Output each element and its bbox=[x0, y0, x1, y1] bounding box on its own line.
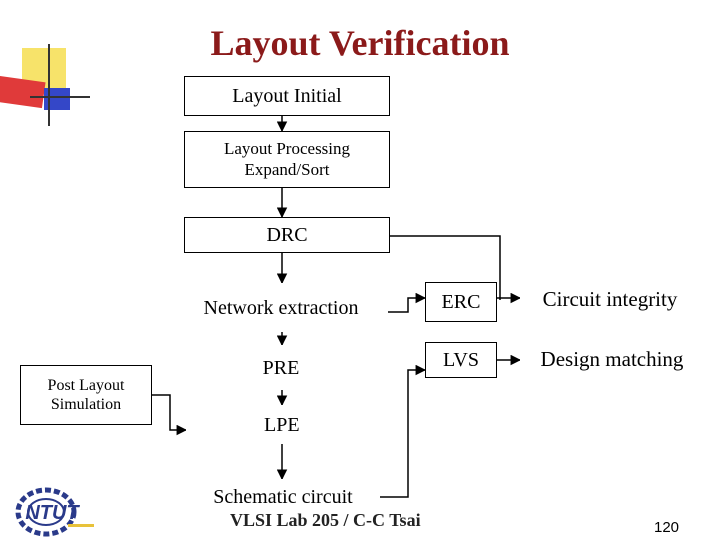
decorative-line-vertical bbox=[48, 44, 50, 126]
line-post-layout-to-lpe bbox=[152, 394, 188, 436]
page-number: 120 bbox=[654, 519, 680, 536]
node-circuit-integrity-label: Circuit integrity bbox=[542, 287, 678, 312]
node-design-matching: Design matching bbox=[520, 342, 704, 378]
node-circuit-integrity: Circuit integrity bbox=[520, 282, 700, 318]
node-pre: PRE bbox=[174, 345, 388, 390]
slide-title: Layout Verification bbox=[210, 23, 510, 63]
node-design-matching-label: Design matching bbox=[540, 347, 684, 372]
node-layout-initial-label: Layout Initial bbox=[232, 85, 342, 107]
node-post-layout-line1: Post Layout bbox=[47, 376, 125, 394]
node-post-layout-line2: Simulation bbox=[50, 396, 122, 413]
node-schematic-circuit-label: Schematic circuit bbox=[213, 486, 353, 508]
line-schematic-to-lvs bbox=[380, 364, 427, 498]
node-schematic-circuit: Schematic circuit bbox=[186, 479, 380, 515]
decorative-square-blue bbox=[44, 88, 70, 110]
node-layout-processing: Layout Processing Expand/Sort bbox=[184, 131, 390, 188]
node-drc: DRC bbox=[184, 217, 390, 253]
node-network-extraction-label: Network extraction bbox=[203, 296, 359, 319]
footer-text: VLSI Lab 205 / C-C Tsai bbox=[230, 510, 421, 530]
node-layout-processing-line2: Expand/Sort bbox=[244, 159, 330, 179]
node-lpe: LPE bbox=[186, 405, 388, 444]
line-network-to-erc bbox=[388, 292, 427, 313]
node-lvs: LVS bbox=[425, 342, 497, 378]
logo-text: NTUT bbox=[25, 502, 80, 524]
decorative-line-horizontal bbox=[30, 96, 90, 98]
node-erc: ERC bbox=[425, 282, 497, 322]
node-lvs-label: LVS bbox=[443, 349, 479, 371]
node-layout-processing-line1: Layout Processing bbox=[223, 139, 351, 159]
node-drc-label: DRC bbox=[266, 224, 308, 246]
node-pre-label: PRE bbox=[262, 356, 300, 379]
node-erc-label: ERC bbox=[441, 291, 481, 313]
node-network-extraction: Network extraction bbox=[174, 283, 388, 332]
node-layout-initial: Layout Initial bbox=[184, 76, 390, 116]
line-drc-to-lvs bbox=[388, 235, 501, 300]
university-logo: NTUT bbox=[15, 487, 94, 537]
node-post-layout-simulation: Post Layout Simulation bbox=[20, 365, 152, 425]
node-lpe-label: LPE bbox=[264, 413, 300, 436]
